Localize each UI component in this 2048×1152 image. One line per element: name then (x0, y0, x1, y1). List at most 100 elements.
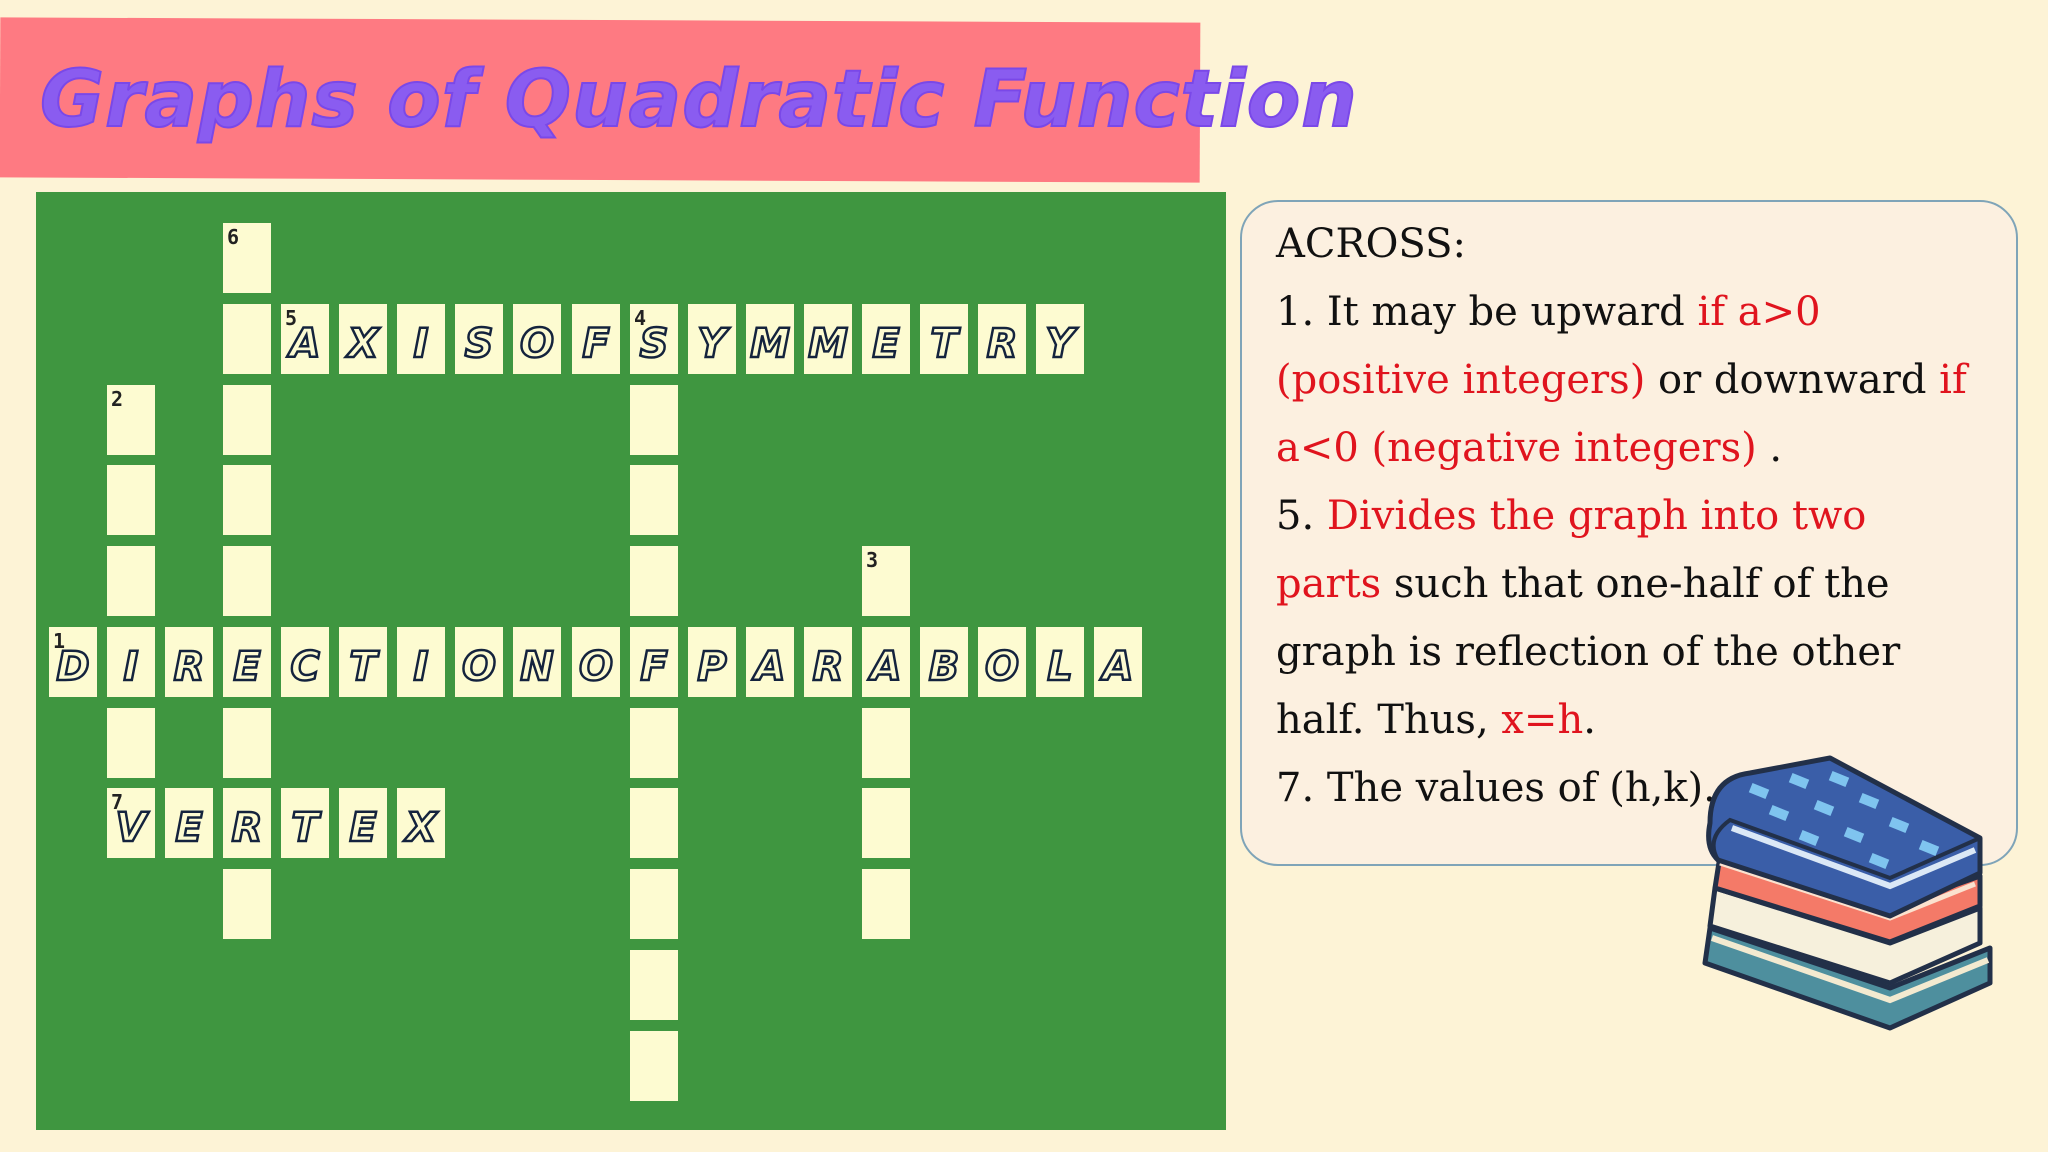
clue-across-5: 5. Divides the graph into two parts such… (1276, 482, 1976, 754)
crossword-cell[interactable] (860, 786, 912, 860)
cell-letter: E (174, 805, 204, 852)
crossword-cell[interactable]: F (570, 302, 622, 376)
cell-letter: O (519, 321, 556, 368)
crossword-cell[interactable]: T (918, 302, 970, 376)
crossword-cell[interactable]: E (860, 302, 912, 376)
crossword-cell[interactable]: A (744, 625, 796, 699)
cell-letter: V (114, 805, 147, 852)
crossword-cell[interactable] (221, 383, 273, 457)
crossword-cell[interactable]: X (337, 302, 389, 376)
crossword-cell[interactable]: E (163, 786, 215, 860)
crossword-cell[interactable] (860, 706, 912, 780)
crossword-cell[interactable]: R (163, 625, 215, 699)
crossword-cell[interactable]: P (686, 625, 738, 699)
clue-1-highlight-a: if a>0 (positive integers) (1276, 289, 1821, 403)
crossword-cell[interactable] (628, 383, 680, 457)
crossword-cell[interactable]: I (395, 625, 447, 699)
crossword-cell[interactable]: X (395, 786, 447, 860)
crossword-cell[interactable]: 3 (860, 544, 912, 618)
cell-letter: A (753, 644, 786, 691)
crossword-cell[interactable]: E (337, 786, 389, 860)
cell-letter: N (519, 644, 555, 691)
crossword-cell[interactable] (628, 948, 680, 1022)
clue-5-end: . (1583, 697, 1596, 743)
cell-letter: Y (696, 321, 727, 368)
clue-number: 6 (227, 225, 240, 249)
crossword-cell[interactable]: Y (1034, 302, 1086, 376)
crossword-cell[interactable] (860, 867, 912, 941)
crossword-cell[interactable]: O (511, 302, 563, 376)
clue-1-end: . (1756, 425, 1783, 471)
clue-across-1: 1. It may be upward if a>0 (positive int… (1276, 278, 1976, 482)
cell-letter: T (929, 321, 959, 368)
crossword-cell[interactable] (221, 463, 273, 537)
crossword-cell[interactable]: F (628, 625, 680, 699)
crossword-cell[interactable] (221, 867, 273, 941)
slide-title: Graphs of Quadratic Function (39, 54, 1358, 146)
clue-number: 5 (285, 306, 298, 330)
crossword-cell[interactable]: A (860, 625, 912, 699)
cell-letter: M (749, 321, 791, 368)
crossword-cell[interactable]: C (279, 625, 331, 699)
crossword-cell[interactable]: S (453, 302, 505, 376)
cell-letter: A (288, 321, 321, 368)
clue-5-highlight-a: Divides the graph into two parts (1276, 493, 1867, 607)
crossword-cell[interactable]: O (453, 625, 505, 699)
cell-letter: B (928, 644, 961, 691)
clue-box (1240, 200, 2018, 866)
cell-letter: E (232, 644, 262, 691)
crossword-cell[interactable]: M (802, 302, 854, 376)
crossword-cell[interactable] (221, 544, 273, 618)
crossword-cell[interactable] (105, 463, 157, 537)
cell-letter: R (811, 644, 844, 691)
crossword-cell[interactable]: B (918, 625, 970, 699)
clue-number: 4 (634, 306, 647, 330)
crossword-cell[interactable]: N (511, 625, 563, 699)
crossword-cell[interactable]: T (337, 625, 389, 699)
cell-letter: S (638, 321, 669, 368)
crossword-cell[interactable]: R (221, 786, 273, 860)
crossword-cell[interactable]: O (976, 625, 1028, 699)
crossword-cell[interactable] (105, 706, 157, 780)
clue-5-middle: such that one-half of the graph is refle… (1276, 561, 1901, 743)
cell-letter: R (985, 321, 1018, 368)
cell-letter: C (289, 644, 321, 691)
crossword-cell[interactable]: R (976, 302, 1028, 376)
crossword-cell[interactable]: 2 (105, 383, 157, 457)
crossword-cell[interactable]: R (802, 625, 854, 699)
crossword-cell[interactable]: Y (686, 302, 738, 376)
crossword-cell[interactable]: E (221, 625, 273, 699)
crossword-cell[interactable]: T (279, 786, 331, 860)
crossword-cell[interactable] (221, 706, 273, 780)
clue-5-prefix: 5. (1276, 493, 1327, 539)
cell-letter: S (463, 321, 494, 368)
clues-panel: ACROSS: 1. It may be upward if a>0 (posi… (1276, 210, 1976, 822)
crossword-cell[interactable]: I (395, 302, 447, 376)
cell-letter: T (290, 805, 320, 852)
crossword-cell[interactable] (628, 786, 680, 860)
crossword-cell[interactable]: 6 (221, 221, 273, 295)
cell-letter: R (172, 644, 205, 691)
crossword-cell[interactable] (221, 302, 273, 376)
crossword-cell[interactable]: L (1034, 625, 1086, 699)
crossword-cell[interactable] (628, 463, 680, 537)
crossword-cell[interactable]: M (744, 302, 796, 376)
crossword-cell[interactable]: I (105, 625, 157, 699)
crossword-cell[interactable]: O (570, 625, 622, 699)
clue-across-7: 7. The values of (h,k). (1276, 765, 1716, 811)
crossword-cell[interactable] (628, 867, 680, 941)
cell-letter: Y (1044, 321, 1075, 368)
crossword-cell[interactable] (105, 544, 157, 618)
clue-1-prefix: 1. It may be upward (1276, 289, 1698, 335)
crossword-cell[interactable]: A (1092, 625, 1144, 699)
crossword-cell[interactable] (628, 1029, 680, 1103)
cell-letter: R (230, 805, 263, 852)
crossword-cell[interactable] (628, 706, 680, 780)
crossword-cell[interactable] (628, 544, 680, 618)
clue-number: 2 (111, 387, 124, 411)
